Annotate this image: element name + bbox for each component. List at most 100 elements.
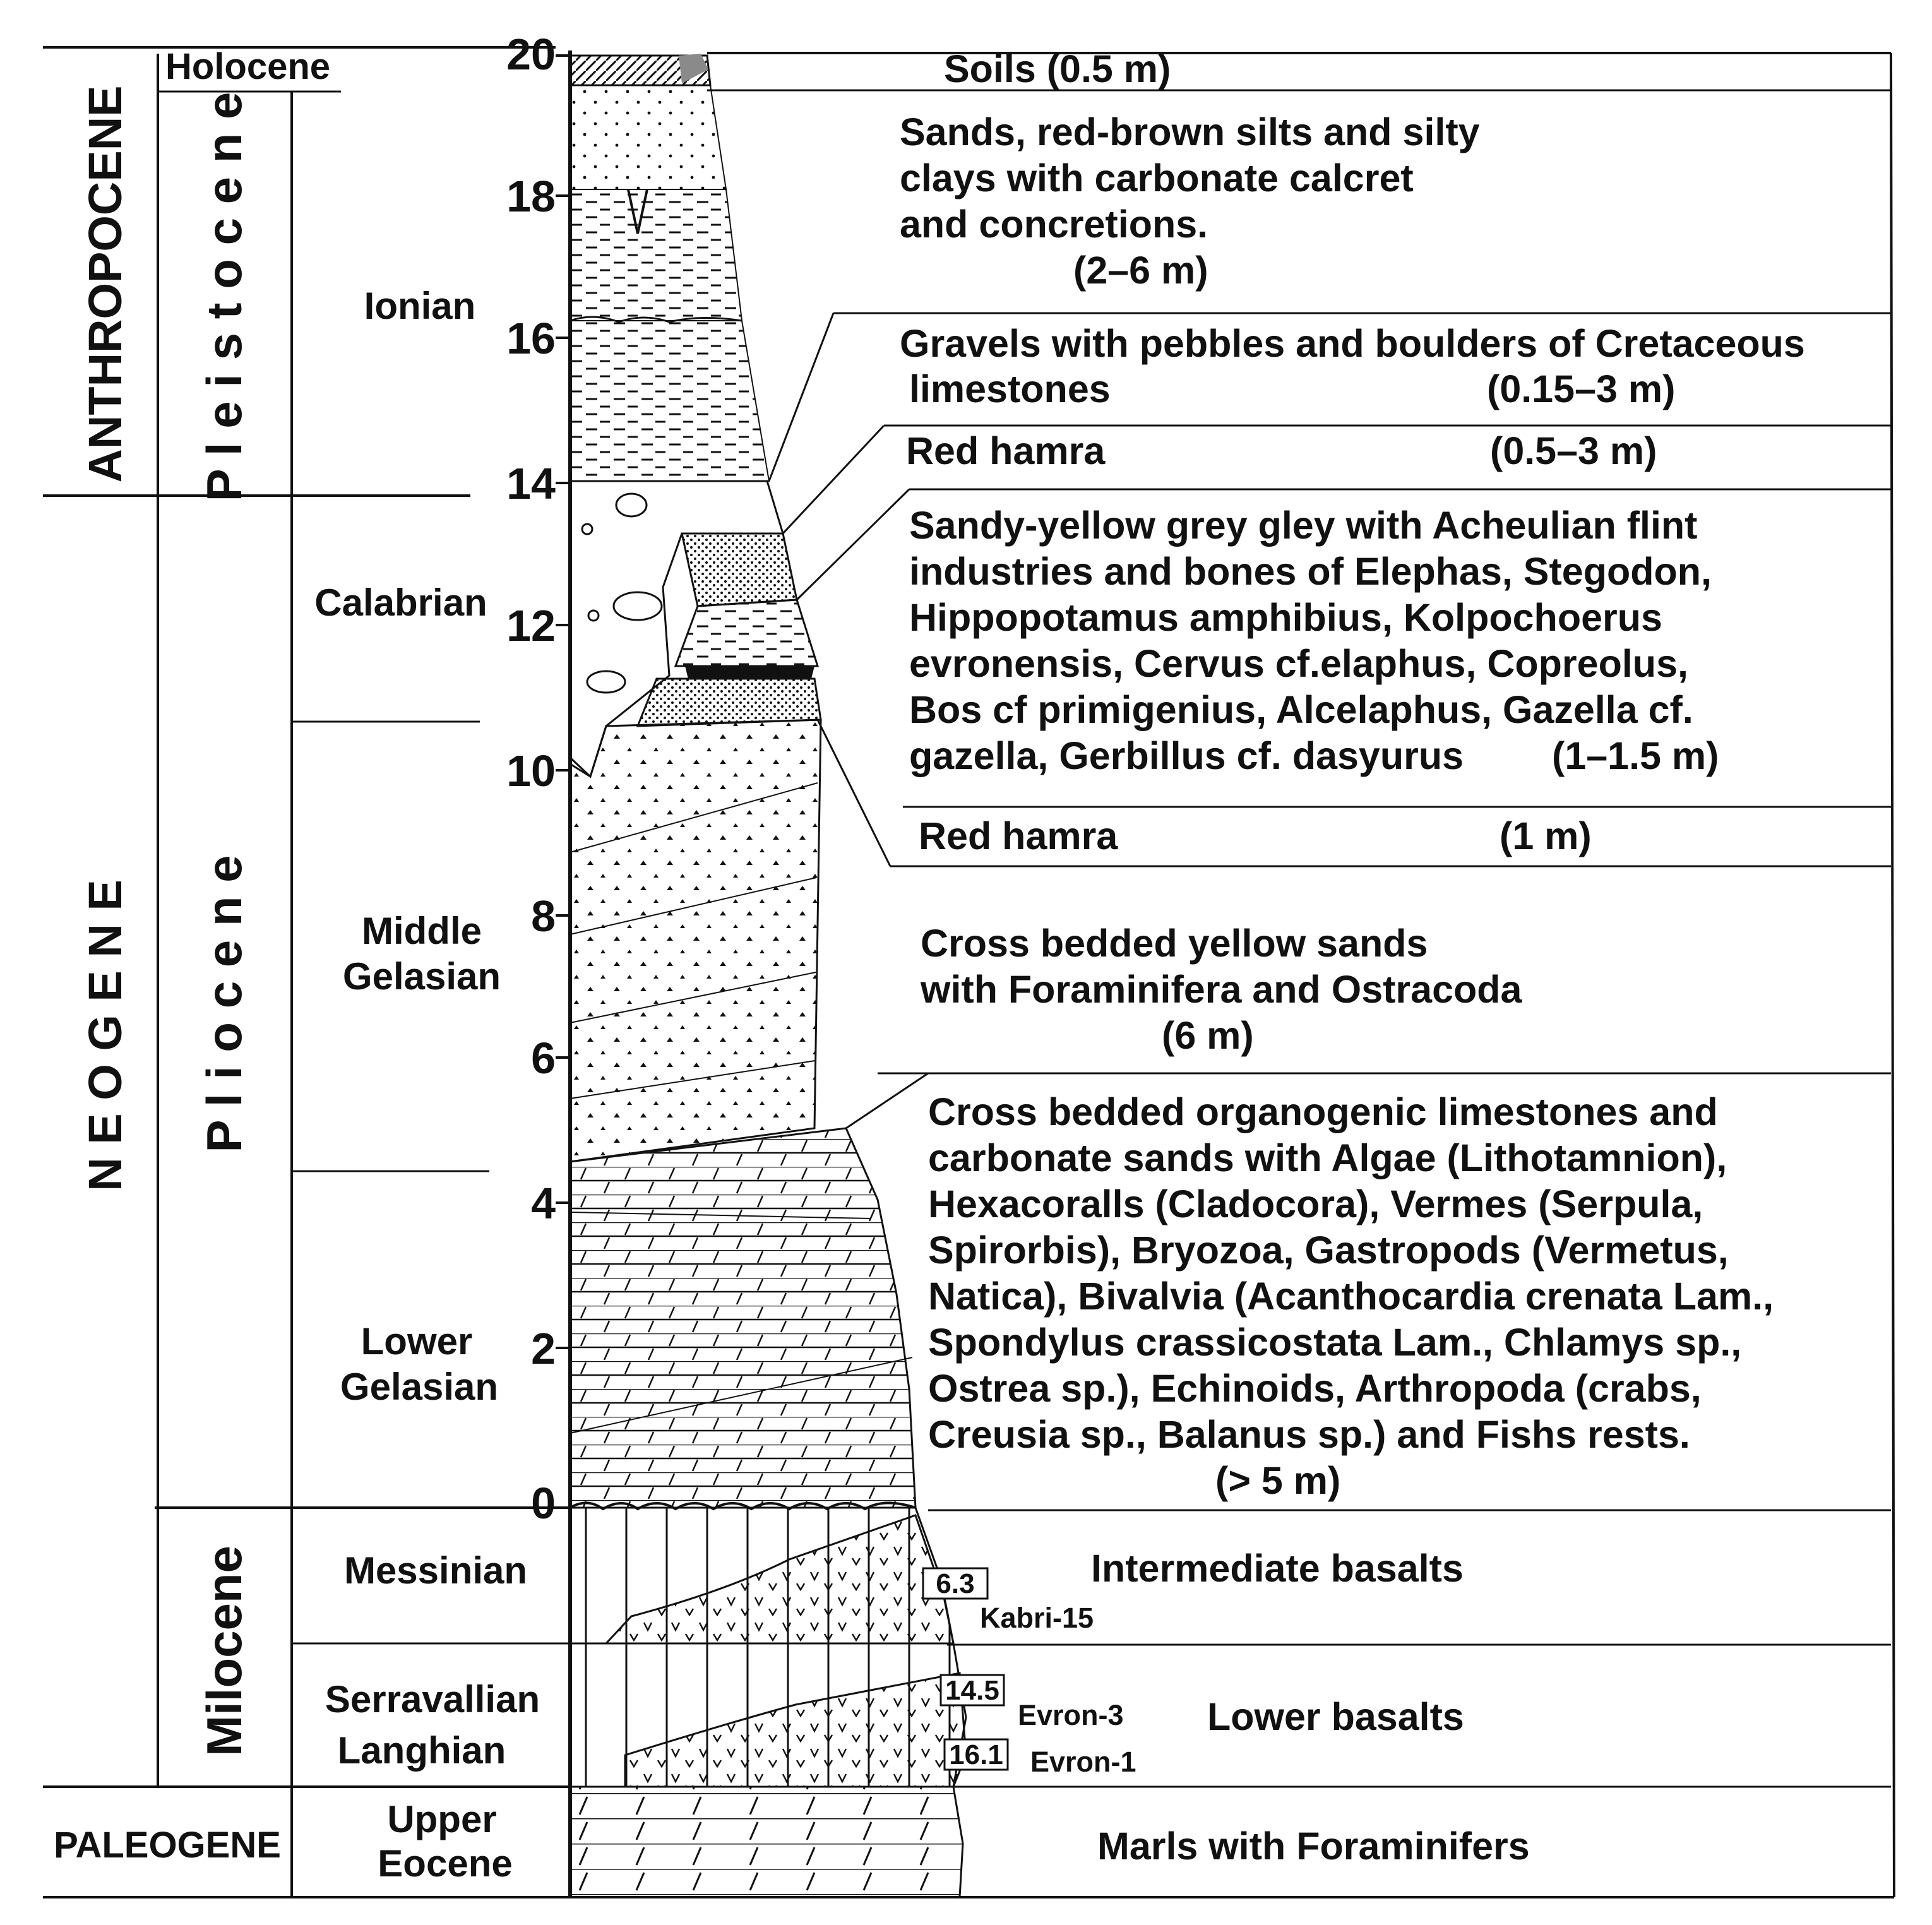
layer-yellow-sands (569, 718, 822, 1163)
epoch-milocene: Milocene (196, 1546, 252, 1756)
epoch-labels: Holocene P l e i s t o c e n e P l i o c… (165, 46, 330, 1756)
svg-text:Sandy-yellow grey gley with Ac: Sandy-yellow grey gley with Acheulian fl… (909, 504, 1697, 547)
desc-red-hamra-upper: Red hamra (0.5–3 m) (906, 429, 1657, 472)
stage-upper-eocene-1: Upper (387, 1798, 496, 1840)
desc-intermediate-basalts: Intermediate basalts (1091, 1547, 1464, 1590)
svg-text:8: 8 (531, 891, 556, 941)
stage-messinian: Messinian (344, 1549, 527, 1592)
layer-sands-silts-lower (569, 189, 743, 321)
layer-marls (569, 1785, 964, 1898)
desc-gravels: Gravels with pebbles and boulders of Cre… (900, 322, 1805, 410)
gravel-pebble (587, 609, 600, 622)
stage-calabrian: Calabrian (314, 581, 487, 624)
svg-text:gazella, Gerbillus cf. dasyuru: gazella, Gerbillus cf. dasyurus (909, 734, 1464, 777)
cross-bed-line (569, 1060, 816, 1099)
leader-line-gravels (768, 313, 835, 482)
svg-text:Red hamra: Red hamra (919, 814, 1118, 857)
sample-age-box (939, 1674, 1005, 1707)
chart-frame (43, 46, 1895, 1898)
frame-right (1890, 52, 1895, 1898)
svg-text:with Foraminifera and Ostracod: with Foraminifera and Ostracoda (920, 968, 1523, 1011)
depth-tick-6: 6 (531, 1034, 570, 1083)
sample-age-16-1: 16.1 (949, 1739, 1003, 1770)
layer-limestones (569, 1127, 917, 1509)
silt-wavy-boundary (569, 316, 742, 323)
stage-lower-gelasian-2: Gelasian (340, 1366, 498, 1408)
layer-red-hamra-lower (636, 677, 822, 727)
depth-tick-0: 0 (531, 1479, 570, 1528)
sample-age-14-5: 14.5 (945, 1675, 999, 1706)
sample-name-kabri-15: Kabri-15 (980, 1602, 1094, 1634)
soil-cap (679, 54, 708, 83)
era-anthropocene: ANTHROPOCENE (79, 85, 131, 482)
leader-line-hamra-lower (816, 719, 891, 867)
svg-text:Cross bedded yellow sands: Cross bedded yellow sands (921, 922, 1428, 965)
epoch-holocene: Holocene (165, 46, 330, 87)
svg-text:(0.15–3 m): (0.15–3 m) (1487, 367, 1675, 410)
svg-text:industries and bones of Elepha: industries and bones of Elephas, Stegodo… (909, 550, 1712, 593)
sample-age-6-3: 6.3 (936, 1568, 974, 1599)
desc-yellow-sands: Cross bedded yellow sands with Foraminif… (920, 922, 1523, 1057)
desc-sands-silts: Sands, red-brown silts and silty clays w… (900, 110, 1480, 292)
stage-langhian: Langhian (338, 1729, 506, 1772)
stage-middle-gelasian-1: Middle (362, 910, 482, 952)
svg-text:carbonate sands with Algae (Li: carbonate sands with Algae (Lithotamnion… (928, 1136, 1727, 1179)
svg-text:Bos cf primigenius, Alcelaphus: Bos cf primigenius, Alcelaphus, Gazella … (909, 688, 1693, 731)
layer-red-hamra-upper (681, 532, 798, 607)
svg-text:Sands, red-brown silts and sil: Sands, red-brown silts and silty (900, 110, 1480, 153)
svg-text:10: 10 (506, 746, 556, 796)
svg-text:Spondylus crassicostata Lam.,: Spondylus crassicostata Lam., Chlamys sp… (928, 1321, 1741, 1364)
cross-bed-line (569, 1212, 872, 1219)
layer-silty-clays (569, 320, 770, 482)
depth-tick-2: 2 (531, 1324, 570, 1373)
cross-bed-line (569, 972, 816, 1023)
epoch-pleistocene: P l e i s t o c e n e (196, 92, 252, 502)
stage-ionian: Ionian (364, 285, 476, 327)
svg-text:Red hamra: Red hamra (906, 429, 1106, 472)
svg-text:evronensis, Cervus cf.elaphus,: evronensis, Cervus cf.elaphus, Copreolus… (909, 642, 1688, 685)
svg-text:Ostrea sp.), Echinoids, Arthro: Ostrea sp.), Echinoids, Arthropoda (crab… (928, 1367, 1702, 1410)
gravel-pebble (615, 492, 648, 518)
leader-line-hamra-upper (782, 424, 885, 535)
sample-labels: 6.3 Kabri-15 14.5 Evron-3 16.1 Evron-1 (922, 1567, 1136, 1778)
sample-age-box (922, 1567, 989, 1600)
svg-text:(1–1.5 m): (1–1.5 m) (1552, 734, 1719, 777)
svg-text:Natica), Bivalvia (Acanthocard: Natica), Bivalvia (Acanthocardia crenata… (928, 1275, 1774, 1318)
svg-text:Spirorbis), Bryozoa, Gastropod: Spirorbis), Bryozoa, Gastropods (Vermetu… (928, 1229, 1729, 1272)
depth-tick-18: 18 (506, 172, 570, 221)
svg-text:and concretions.: and concretions. (900, 203, 1208, 246)
svg-text:(> 5 m): (> 5 m) (1215, 1459, 1340, 1502)
svg-text:Hexacoralls (Cladocora), Verme: Hexacoralls (Cladocora), Vermes (Serpula… (928, 1183, 1703, 1225)
cross-bed-line (569, 877, 817, 935)
svg-text:20: 20 (506, 30, 556, 79)
svg-text:(6 m): (6 m) (1162, 1014, 1254, 1057)
svg-text:(2–6 m): (2–6 m) (1073, 249, 1208, 292)
svg-text:Hippopotamus amphibius, Kolpoc: Hippopotamus amphibius, Kolpochoerus (909, 596, 1662, 639)
gravel-pebble (586, 670, 626, 694)
sample-age-box (943, 1738, 1009, 1771)
desc-gley: Sandy-yellow grey gley with Acheulian fl… (909, 504, 1719, 777)
desc-soils: Soils (0.5 m) (944, 47, 1171, 90)
depth-tick-4: 4 (531, 1179, 570, 1228)
lithologic-column (568, 51, 967, 1898)
svg-text:16: 16 (506, 314, 556, 363)
erosion-channel (627, 189, 648, 234)
stage-serravallian: Serravallian (325, 1678, 540, 1720)
sample-name-evron-1: Evron-1 (1030, 1746, 1136, 1778)
svg-text:(1 m): (1 m) (1500, 814, 1592, 857)
svg-text:Creusia sp., Balanus sp.) and: Creusia sp., Balanus sp.) and Fishs rest… (928, 1413, 1690, 1456)
sample-name-evron-3: Evron-3 (1018, 1699, 1124, 1731)
svg-text:2: 2 (531, 1324, 556, 1373)
stage-upper-eocene-2: Eocene (378, 1842, 512, 1885)
era-paleogene: PALEOGENE (54, 1825, 281, 1866)
desc-limestones: Cross bedded organogenic limestones and … (928, 1090, 1774, 1502)
desc-marls: Marls with Foraminifers (1097, 1825, 1530, 1868)
svg-text:limestones: limestones (909, 367, 1111, 410)
layer-descriptions: Soils (0.5 m) Sands, red-brown silts and… (900, 47, 1805, 1868)
svg-text:Gravels with pebbles and bould: Gravels with pebbles and boulders of Cre… (900, 322, 1805, 365)
depth-tick-16: 16 (506, 314, 570, 363)
stage-lower-gelasian-1: Lower (361, 1320, 473, 1362)
erosion-surface (569, 1501, 916, 1511)
